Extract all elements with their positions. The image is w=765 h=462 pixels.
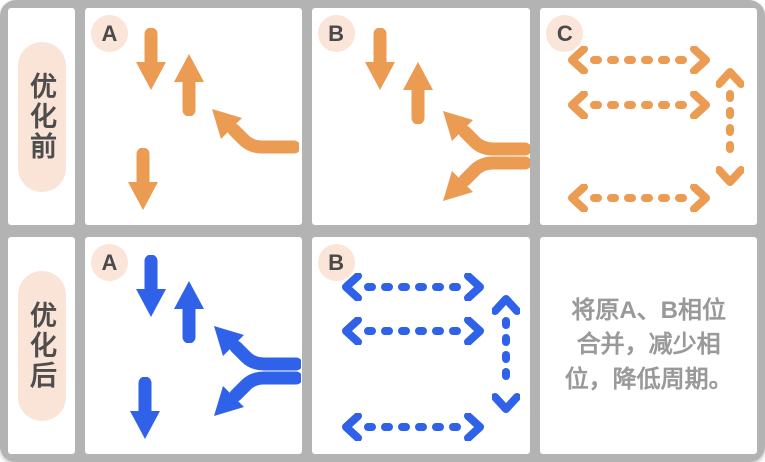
optimization-note: 将原A、B相位 合并，减少相 位，降低周期。: [540, 237, 757, 454]
phase-badge: A: [91, 15, 128, 52]
panel-before-A: A: [85, 8, 302, 225]
note-line: 合并，减少相: [576, 331, 721, 359]
left-turn-arrow-down-icon: [442, 156, 530, 201]
dashed-double-arrow-horizontal-icon: [341, 273, 484, 301]
note-line: 位，降低周期。: [564, 365, 733, 393]
left-turn-arrow-down-icon: [214, 371, 301, 416]
phase-badge: A: [91, 244, 128, 281]
up-arrow-icon: [402, 62, 433, 124]
down-arrow-icon: [130, 377, 160, 439]
phase-badge: C: [546, 15, 584, 52]
left-turn-arrow-icon: [214, 326, 301, 371]
dashed-double-arrow-horizontal-icon: [341, 413, 484, 441]
down-arrow-icon: [128, 148, 158, 210]
dashed-double-arrow-horizontal-icon: [341, 317, 484, 345]
panel-before-B: B: [311, 8, 531, 225]
left-turn-arrow-icon: [442, 111, 530, 156]
dashed-double-arrow-horizontal-icon: [568, 91, 711, 119]
left-turn-arrow-icon: [212, 109, 299, 154]
panel-before-C: C: [540, 8, 757, 225]
up-arrow-icon: [174, 281, 204, 343]
after-label-pill: 优化后: [17, 270, 66, 421]
dashed-double-arrow-vertical-icon: [716, 68, 745, 186]
panel-after-B: B: [311, 237, 531, 454]
before-label-pill: 优化前: [17, 41, 66, 192]
note-line: 将原A、B相位: [571, 297, 727, 325]
up-arrow-icon: [174, 54, 204, 116]
phase-badge: B: [317, 15, 355, 52]
dashed-double-arrow-horizontal-icon: [568, 184, 711, 212]
down-arrow-icon: [136, 255, 166, 317]
down-arrow-icon: [364, 28, 395, 90]
row-label-before: 优化前: [8, 8, 75, 225]
before-label-text: 优化前: [26, 71, 56, 162]
dashed-double-arrow-horizontal-icon: [568, 46, 711, 74]
dashed-double-arrow-vertical-icon: [491, 295, 520, 413]
panel-after-A: A: [85, 237, 302, 454]
phase-badge: B: [317, 244, 355, 281]
down-arrow-icon: [136, 28, 166, 90]
after-label-text: 优化后: [26, 300, 56, 391]
row-label-after: 优化后: [8, 237, 75, 454]
